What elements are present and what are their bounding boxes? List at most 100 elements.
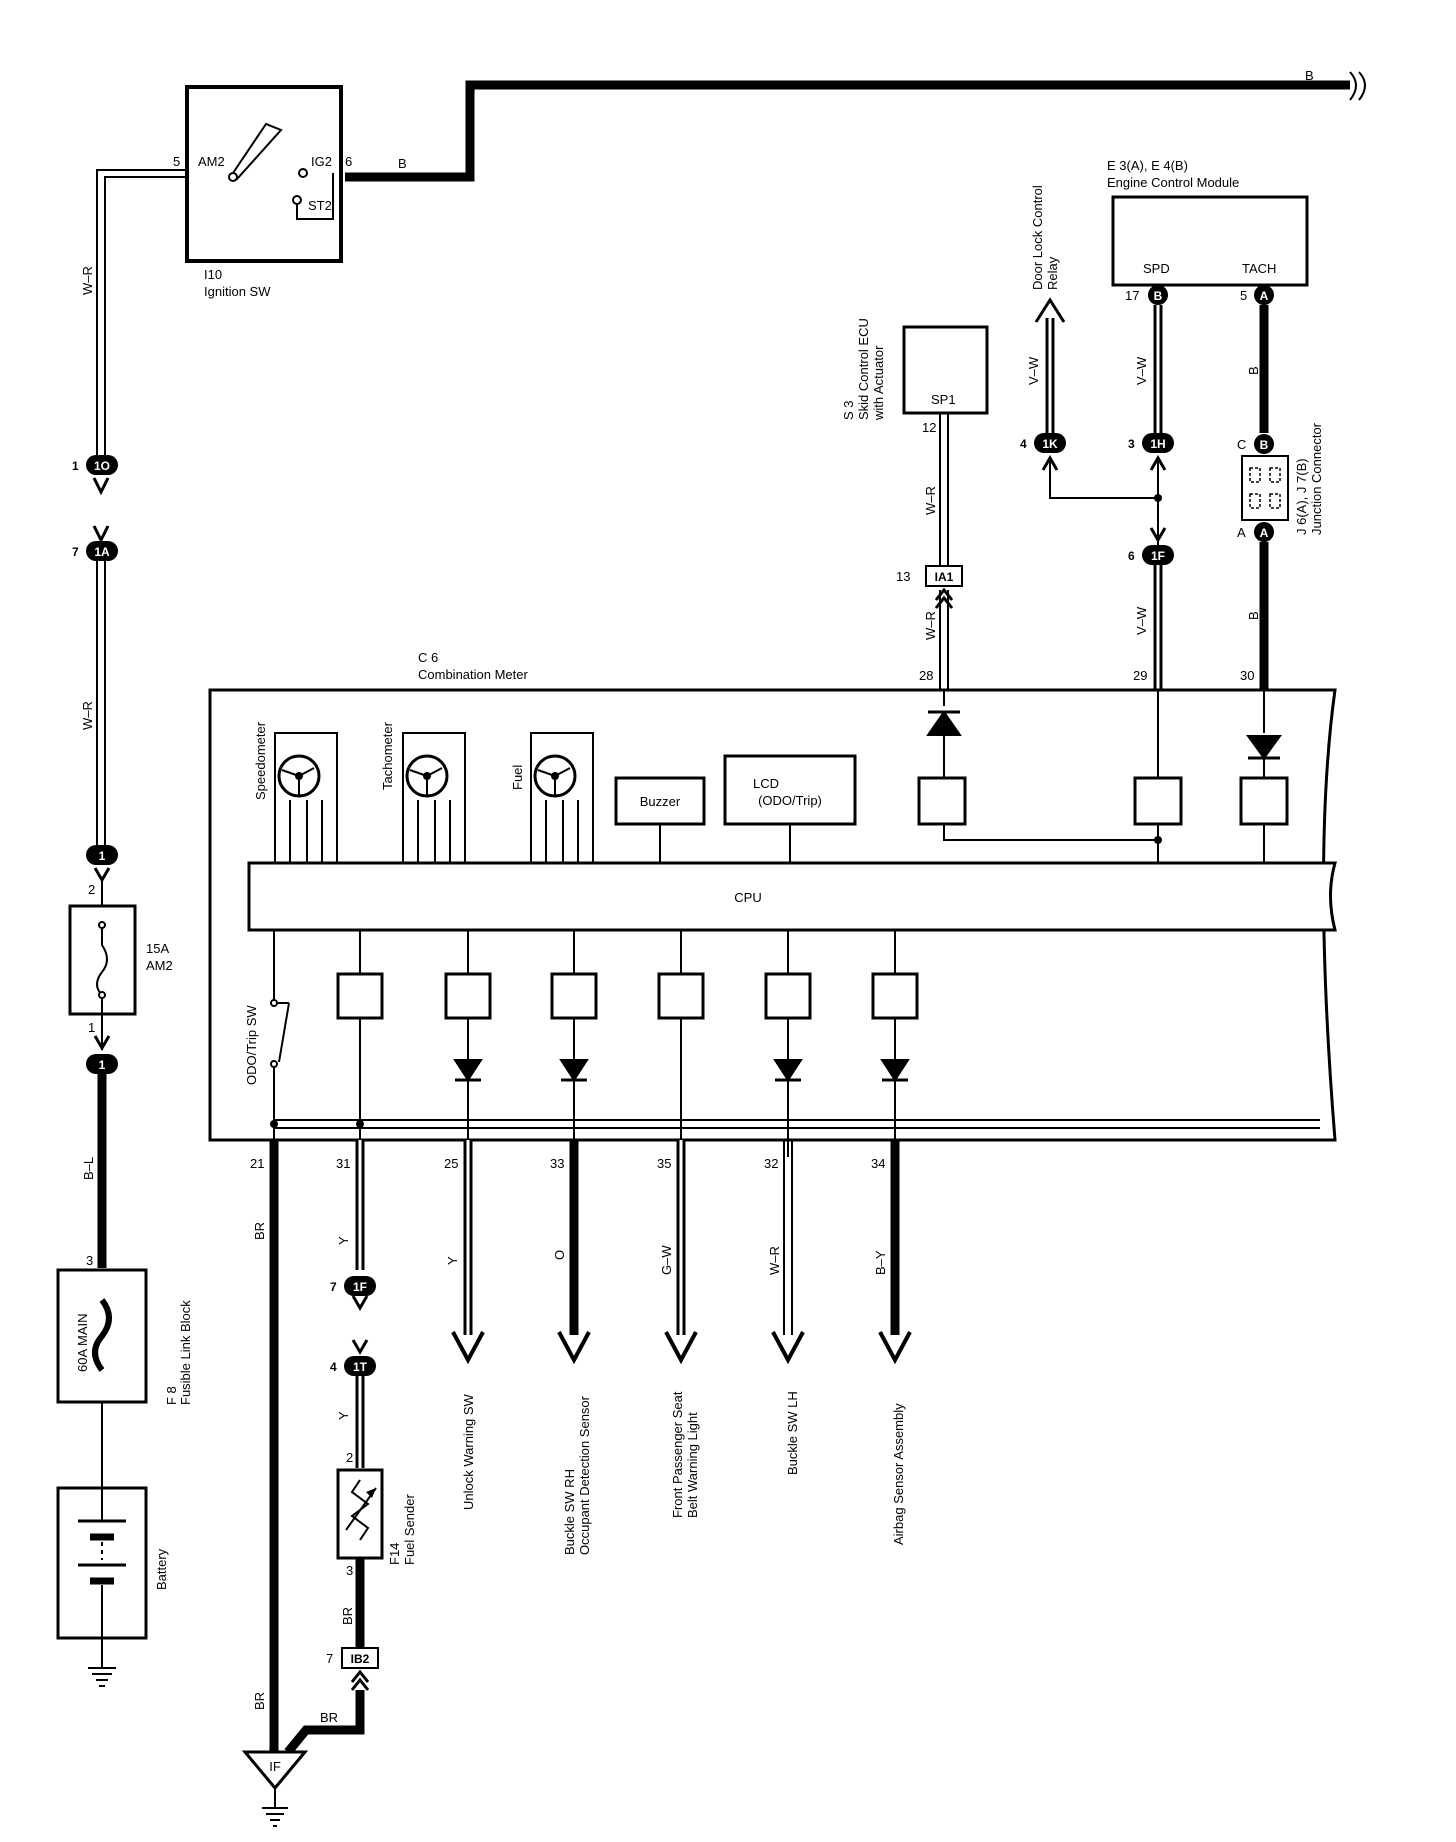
conn-1F-left-id: 1F [353, 1280, 367, 1294]
jc-name: Junction Connector [1309, 422, 1324, 535]
ecm-spd-pin: 17 [1125, 288, 1139, 303]
conn-IA1-pin: 13 [896, 569, 910, 584]
fuse-am2 [68, 880, 137, 1016]
ecm-spd-conn: B [1154, 289, 1163, 303]
output-buckle-rh-2: Occupant Detection Sensor [577, 1395, 592, 1555]
ign-st2-label: ST2 [308, 198, 332, 213]
fuel-sender-pin-bottom: 3 [346, 1563, 353, 1578]
jc-bottom-conn: A [1260, 526, 1269, 540]
conn-1H-pin: 3 [1128, 437, 1135, 451]
meter-pin-31: 31 [336, 1156, 350, 1171]
fuel-sender-name: Fuel Sender [402, 1494, 417, 1565]
ign-am2-label: AM2 [198, 154, 225, 169]
conn-IB2-pin: 7 [326, 1651, 333, 1666]
battery [56, 1486, 148, 1640]
ecm-ref: E 3(A), E 4(B) [1107, 158, 1188, 173]
meter-pin-35: 35 [657, 1156, 671, 1171]
wire-label-wr-28: W–R [923, 611, 938, 640]
connector-1-upper [86, 845, 118, 865]
connector-1F-right [1142, 545, 1174, 565]
relay-label-2: Relay [1045, 256, 1060, 290]
meter-pin-30: 30 [1240, 668, 1254, 683]
skid-name-2: with Actuator [871, 345, 886, 421]
wire-label-wr1: W–R [80, 266, 95, 295]
output-buckle-rh-1: Buckle SW RH [562, 1469, 577, 1555]
wire-label-vw-relay: V–W [1026, 356, 1041, 385]
wire-label-top-b: B [1305, 68, 1314, 83]
fuse-rating: 15A [146, 941, 169, 956]
fusible-link-block [56, 1268, 148, 1488]
skid-name-1: Skid Control ECU [856, 318, 871, 420]
cpu [247, 861, 1337, 932]
wire-label-bl: B–L [81, 1157, 96, 1180]
wire-g-w-35 [664, 1140, 698, 1365]
conn-1F-left-pin: 7 [330, 1280, 337, 1294]
output-front-pass-2: Belt Warning Light [685, 1412, 700, 1518]
conn-1H-id: 1H [1150, 437, 1165, 451]
buzzer-label: Buzzer [640, 794, 681, 809]
ecm-tach-pin: 5 [1240, 288, 1247, 303]
ign-pin-am2: 5 [173, 154, 180, 169]
ecm-tach-conn: A [1260, 289, 1269, 303]
connector-1O [86, 455, 118, 475]
jc-ref: J 6(A), J 7(B) [1294, 458, 1309, 535]
fusible-name: Fusible Link Block [178, 1300, 193, 1405]
conn-1O-pin: 1 [72, 459, 79, 473]
skid-pin: 12 [922, 420, 936, 435]
wire-label-vw-spd: V–W [1134, 356, 1149, 385]
wire-label-br-gnd2: BR [252, 1692, 267, 1710]
connector-IB2 [341, 1647, 379, 1669]
conn-1T-id: 1T [353, 1360, 368, 1374]
meter-outputs [273, 930, 1320, 1157]
wire-label-y-fuel: Y [336, 1411, 351, 1420]
meter-pin-29: 29 [1133, 668, 1147, 683]
wire-label-b-30: B [1246, 611, 1261, 620]
conn-1O-id: 1O [94, 459, 110, 473]
ecm-name: Engine Control Module [1107, 175, 1239, 190]
fuel-gauge-label: Fuel [510, 765, 525, 790]
connector-1K [1034, 433, 1066, 453]
battery-label: Battery [154, 1548, 169, 1590]
wire-w-r-32 [771, 1140, 805, 1365]
skid-ref: S 3 [841, 400, 856, 420]
wire-y-25 [451, 1140, 485, 1365]
wire-y-fuel [351, 1140, 369, 1468]
fusible-rating: 60A MAIN [75, 1313, 90, 1372]
connector-IA1 [925, 565, 963, 587]
fuel-sender-ref: F14 [387, 1543, 402, 1565]
wire-label-y-31: Y [336, 1236, 351, 1245]
ign-name: Ignition SW [204, 284, 271, 299]
fuse-pin-bottom: 1 [88, 1020, 95, 1035]
output-unlock: Unlock Warning SW [461, 1393, 476, 1510]
ground-if-icon [262, 1788, 288, 1827]
speedometer-label: Speedometer [253, 721, 268, 800]
conn-1-lower-id: 1 [99, 1058, 106, 1072]
tachometer-label: Tachometer [380, 721, 395, 790]
cpu-label: CPU [734, 890, 761, 905]
meter-inputs [917, 690, 1289, 863]
wire-label-gw-35: G–W [659, 1245, 674, 1275]
buzzer [614, 776, 706, 826]
meter-pin-34: 34 [871, 1156, 885, 1171]
ignition-switch [185, 85, 343, 263]
wire-label-vw-29: V–W [1134, 606, 1149, 635]
lcd-label-1: LCD [753, 776, 779, 791]
tachometer-gauge [402, 732, 466, 863]
wire-label-by-34: B–Y [873, 1250, 888, 1275]
connector-1-lower [86, 1054, 118, 1074]
skid-control-ecu [902, 325, 989, 415]
fusible-ref: F 8 [164, 1386, 179, 1405]
fuel-sender-pin-top: 2 [346, 1450, 353, 1465]
engine-control-module [1111, 195, 1309, 287]
lcd-odo-trip [723, 754, 857, 826]
ign-ref: I10 [204, 267, 222, 282]
lcd-label-2: (ODO/Trip) [758, 793, 822, 808]
wire-label-o-33: O [552, 1250, 567, 1260]
wire-label-br-ib2: BR [320, 1710, 338, 1725]
output-front-pass-1: Front Passenger Seat [670, 1391, 685, 1518]
meter-pin-25: 25 [444, 1156, 458, 1171]
meter-ref: C 6 [418, 650, 438, 665]
wire-label-ig2-b: B [398, 156, 407, 171]
connector-1H [1142, 433, 1174, 453]
wire-v-w-relay [1034, 297, 1066, 440]
